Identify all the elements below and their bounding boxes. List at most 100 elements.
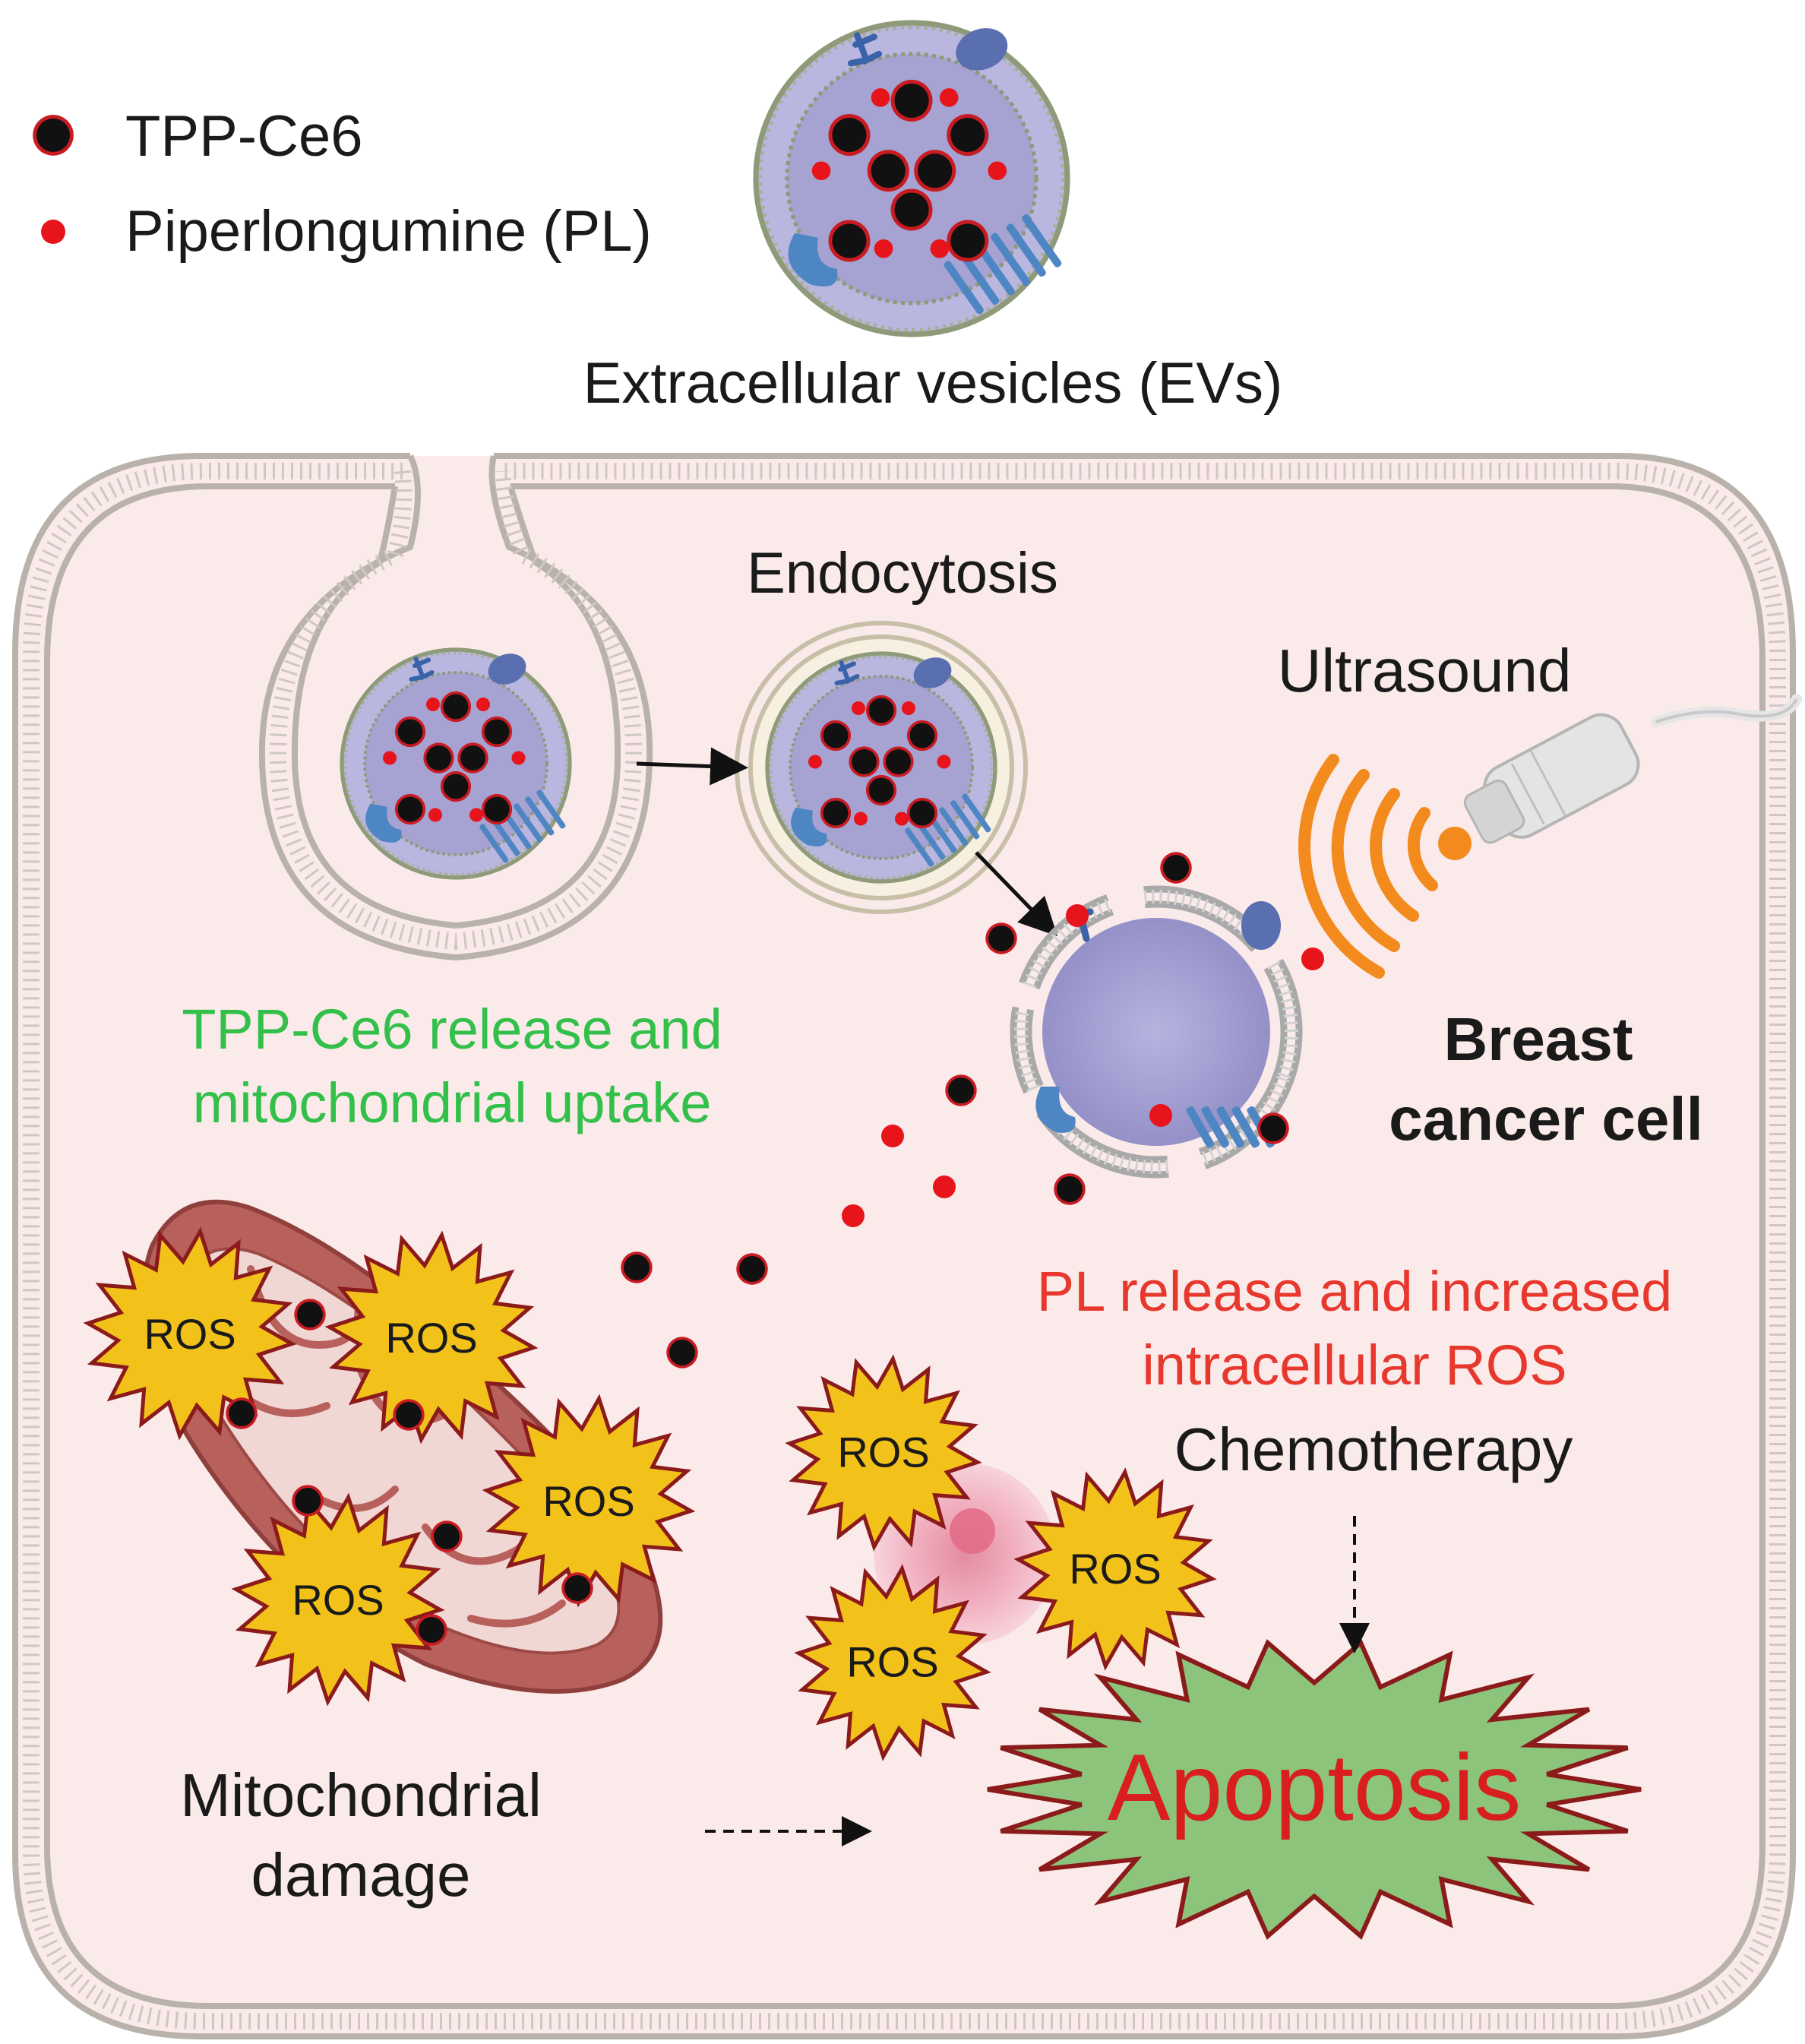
membrane-protein — [791, 807, 827, 846]
pl-particle — [933, 1175, 956, 1198]
tpp-ce6-particle — [292, 1485, 324, 1517]
pl-particle — [811, 161, 831, 181]
pl-particle — [852, 701, 865, 715]
membrane-fragment — [1010, 1006, 1030, 1094]
tpp-ce6-particle — [394, 793, 426, 825]
membrane-fragment — [1276, 958, 1303, 1082]
breast-label-line2: cancer cell — [1389, 1085, 1703, 1153]
pl-legend-marker — [41, 220, 65, 244]
pl-particle — [428, 808, 442, 822]
endocytosis-pocket-inner — [291, 485, 621, 929]
tpp-ce6-particle — [890, 188, 933, 231]
pl-particle — [939, 88, 959, 107]
ros-burst: ROS — [785, 1354, 982, 1552]
membrane-protein — [913, 657, 952, 688]
pl-particle — [874, 239, 893, 258]
cell-membrane-inner — [44, 483, 1765, 2009]
pl-particle — [808, 755, 822, 769]
tpp-ce6-particle — [867, 150, 909, 192]
apoptosis-starburst — [987, 1639, 1642, 1940]
tpp-ce6-particle — [416, 1614, 447, 1646]
tpp-ce6-particle — [820, 720, 852, 751]
tpp-ce6-particle — [440, 691, 472, 723]
ev-illustration-top — [753, 20, 1070, 337]
tpp-ce6-particle — [865, 695, 897, 726]
arrow-to-endosome — [636, 747, 748, 786]
pl-particle — [1149, 1104, 1172, 1127]
ros-burst: ROS — [482, 1394, 696, 1608]
antibody-receptor — [409, 657, 435, 682]
ultrasound-waves-icon — [1298, 754, 1438, 979]
ultrasound-emitter — [1438, 827, 1472, 860]
tpp-ce6-legend-marker — [33, 115, 74, 156]
pl-particle — [469, 808, 483, 822]
ros-label: ROS — [144, 1310, 236, 1358]
tpp-ce6-particle — [440, 770, 472, 802]
endocytosis-pocket-mid — [269, 470, 643, 951]
legend-tpp-label: TPP-Ce6 — [125, 104, 363, 169]
ros-burst: ROS — [324, 1230, 539, 1444]
tpp-ce6-particle — [1054, 1173, 1086, 1205]
pl-particle — [426, 698, 440, 711]
ultrasound-label: Ultrasound — [1278, 637, 1572, 704]
ros-burst: ROS — [231, 1492, 445, 1707]
tpp-legend-particle — [33, 115, 74, 156]
antibody-receptor — [834, 660, 860, 685]
mito-damage-line1: Mitochondrial — [180, 1761, 542, 1829]
ros-label: ROS — [837, 1428, 929, 1476]
membrane-protein — [788, 233, 838, 286]
tpp-ce6-particle — [393, 1399, 425, 1431]
membrane-fragment — [1019, 894, 1109, 985]
pl-particle — [930, 239, 950, 258]
pl-particle — [895, 812, 909, 826]
pl-particle — [902, 701, 915, 715]
tpp-ce6-particle — [666, 1337, 698, 1368]
endocytosis-label: Endocytosis — [747, 541, 1058, 606]
mitochondrial-tpp-particles — [226, 1299, 593, 1646]
ev-in-endosome — [765, 651, 997, 884]
released-particles — [621, 852, 1192, 1368]
legend-pl-label: Piperlongumine (PL) — [125, 199, 652, 264]
tpp-release-line2: mitochondrial uptake — [193, 1071, 712, 1134]
tpp-ce6-particle — [481, 793, 513, 825]
ros-burst: ROS — [794, 1564, 991, 1761]
membrane-protein — [956, 28, 1008, 71]
apoptosis-label: Apoptosis — [1108, 1736, 1522, 1840]
tpp-ce6-particle — [945, 1074, 977, 1106]
membrane-fragment — [1144, 900, 1257, 952]
mito-damage-line2: damage — [251, 1841, 470, 1909]
tpp-ce6-particle — [481, 716, 513, 748]
pl-particle — [476, 698, 490, 711]
tpp-ce6-particle — [914, 150, 956, 192]
tpp-ce6-particle — [890, 79, 933, 122]
ros-label: ROS — [292, 1576, 384, 1624]
tpp-ce6-particle — [906, 720, 938, 751]
tpp-ce6-particle — [947, 220, 989, 262]
tpp-ce6-particle — [947, 114, 989, 157]
breast-label-line1: Breast — [1443, 1005, 1633, 1073]
tpp-ce6-particle — [457, 742, 488, 774]
tpp-ce6-particle — [849, 746, 880, 777]
tpp-ce6-particle — [828, 114, 871, 157]
apoptosis-burst: Apoptosis — [987, 1639, 1642, 1940]
ros-label: ROS — [846, 1637, 938, 1685]
tpp-ce6-particle — [828, 220, 871, 262]
tpp-ce6-particle — [294, 1299, 326, 1330]
disrupted-ev-core — [1042, 918, 1270, 1146]
membrane-fragment — [1032, 908, 1114, 990]
tpp-ce6-particle — [561, 1572, 593, 1604]
tpp-ce6-particle — [883, 746, 914, 777]
ros-label: ROS — [385, 1314, 477, 1362]
pl-particle — [842, 1204, 865, 1227]
pl-particle — [937, 755, 951, 769]
pl-particle — [511, 751, 526, 765]
pl-release-line2: intracellular ROS — [1142, 1334, 1566, 1397]
tpp-ce6-particle — [431, 1520, 463, 1552]
tpp-ce6-particle — [736, 1253, 768, 1285]
membrane-fragment — [1025, 1009, 1044, 1087]
pl-particle — [1301, 948, 1324, 970]
chemotherapy-label: Chemotherapy — [1174, 1416, 1573, 1483]
pl-release-line1: PL release and increased — [1037, 1260, 1672, 1323]
